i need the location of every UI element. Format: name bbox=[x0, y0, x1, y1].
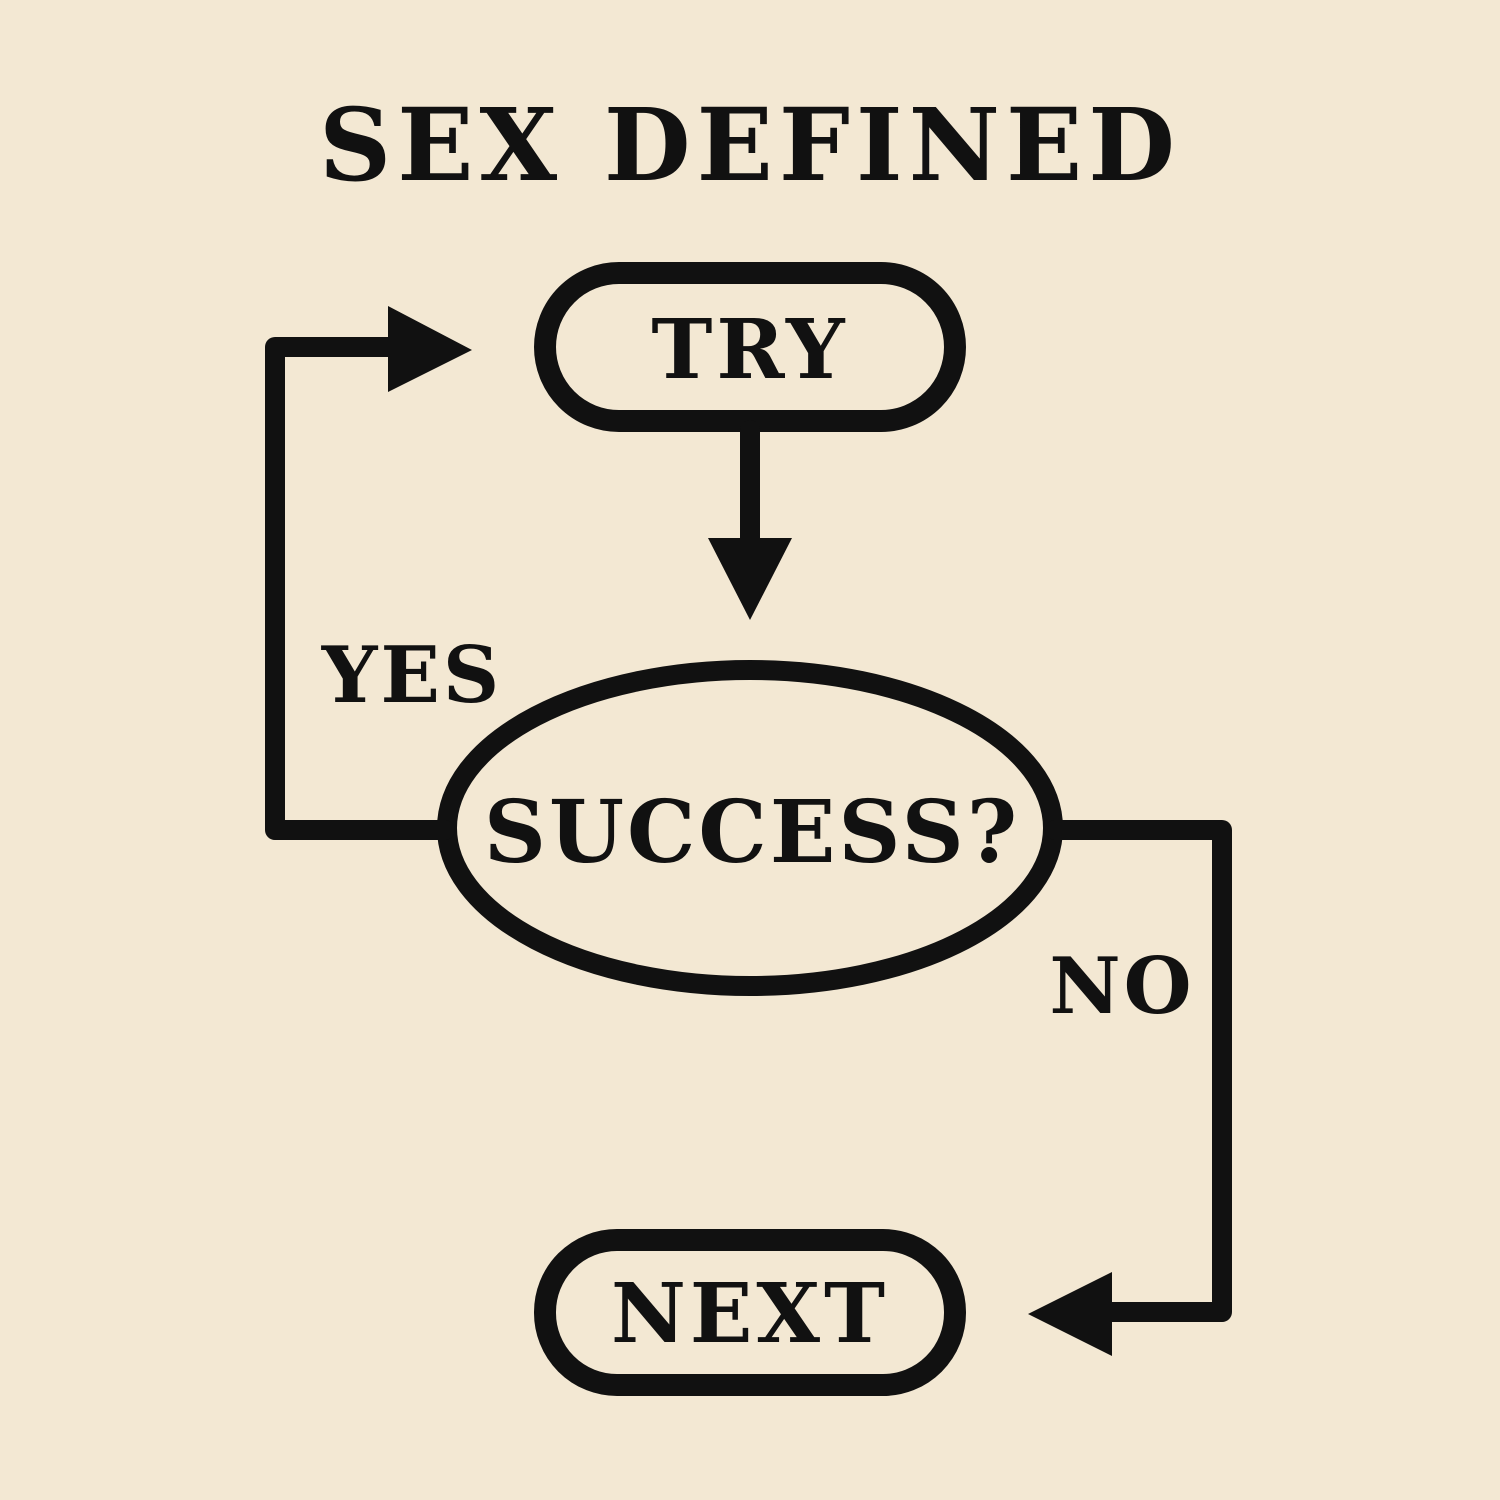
node-success: SUCCESS? bbox=[437, 660, 1063, 996]
node-next: NEXT bbox=[534, 1229, 966, 1396]
arrow-no-path: NO bbox=[1028, 820, 1232, 1356]
no-label: NO bbox=[1049, 941, 1194, 1032]
arrowhead-right-icon bbox=[388, 306, 472, 392]
arrowhead-left-icon bbox=[1028, 1272, 1112, 1356]
next-label: NEXT bbox=[611, 1266, 889, 1362]
try-label: TRY bbox=[651, 302, 848, 398]
arrowhead-down-icon bbox=[708, 538, 792, 620]
arrow-try-to-success bbox=[708, 420, 792, 620]
diagram-title: SEX DEFINED bbox=[319, 86, 1181, 204]
node-try: TRY bbox=[534, 262, 966, 432]
success-label: SUCCESS? bbox=[484, 782, 1020, 883]
yes-label: YES bbox=[321, 630, 502, 721]
arrow-yes-loop: YES bbox=[265, 306, 502, 840]
next-pill-shape bbox=[534, 1229, 966, 1396]
